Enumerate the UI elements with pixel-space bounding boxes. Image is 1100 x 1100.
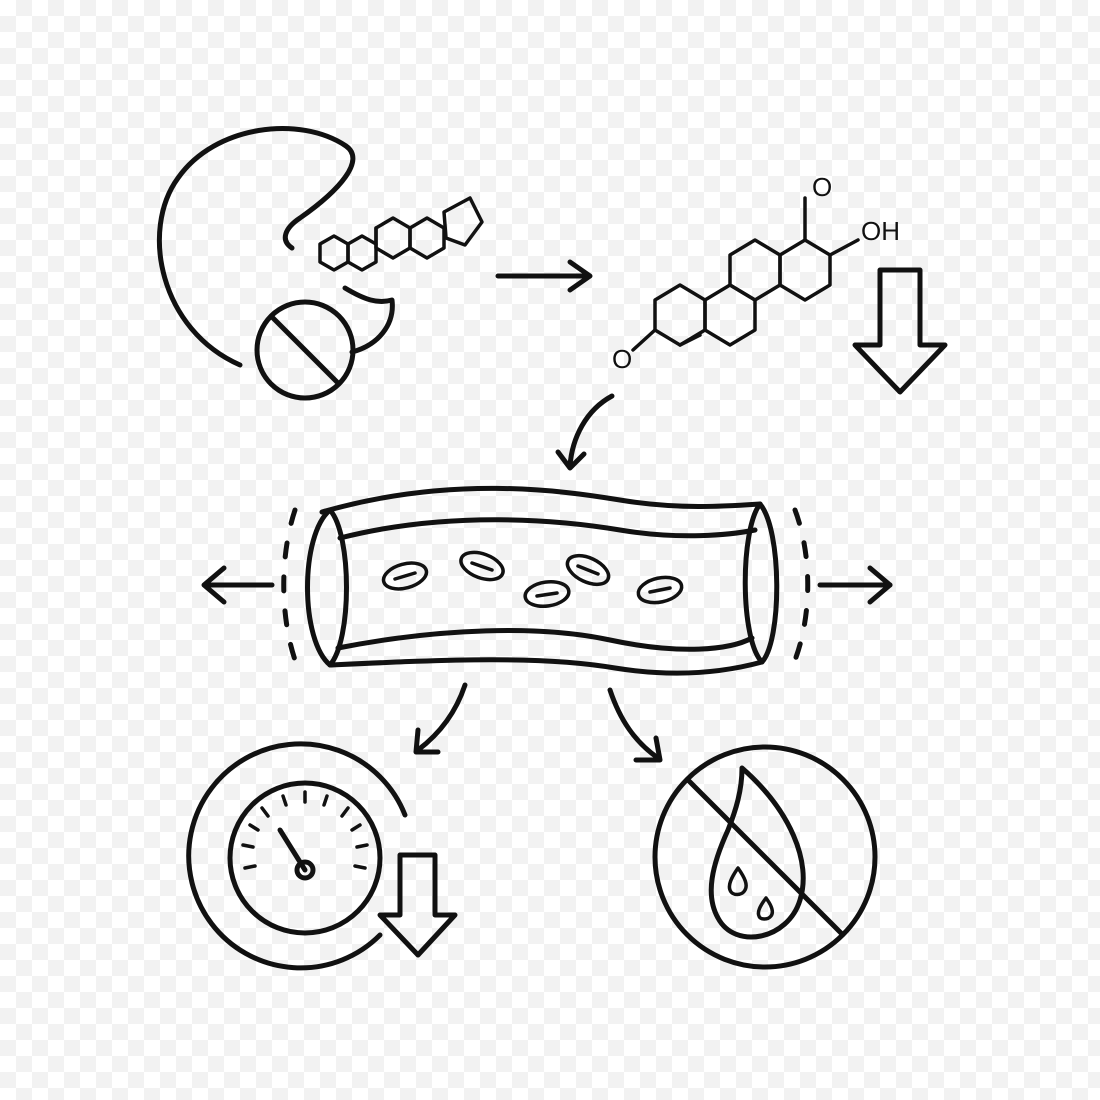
hormone-ring-d [778,238,832,302]
curved-arrow-icon [607,687,663,763]
carbonyl-top-label: O [812,172,832,202]
decrease-arrow-icon [852,267,948,395]
right-branch-shaft [607,687,661,761]
gauge-ticks [241,790,369,870]
no-water-retention-icon [652,744,878,970]
enzyme-inhibition-icon [156,126,395,401]
curved-arrow-shaft [567,393,615,469]
ring-a [318,234,350,272]
small-drop [756,896,775,921]
ring-b [346,234,378,272]
right-dilation-arc [792,507,811,663]
right-arrow-head [867,565,893,605]
red-blood-cell-icon [565,553,611,587]
curved-arrow-icon [413,682,468,755]
prohibition-circle [254,299,356,401]
vessel-top-lumen [337,517,758,541]
steroid-molecule-icon [318,196,484,272]
prohibition-slash [269,314,341,386]
small-drop [727,866,748,897]
gauge-outer-ring [186,741,408,971]
red-blood-cells [381,550,684,609]
red-blood-cell-icon [636,575,684,605]
left-branch-head [413,727,441,755]
speedometer-icon [186,741,458,971]
enzyme-jaw [342,285,395,355]
left-branch-shaft [415,682,468,753]
decrease-arrow-icon [377,852,458,958]
gauge-pivot [294,859,316,881]
curved-arrow-icon [555,393,615,471]
hormone-molecule-icon: O OH O [612,172,900,374]
vessel-top-wall [319,485,763,515]
prohibition-slash [685,777,845,937]
red-blood-cell-icon [523,579,571,609]
blood-vessel-icon [305,485,780,676]
ketone-label: O [612,344,632,374]
arrow-right-icon [495,259,593,293]
prohibition-circle [652,744,878,970]
ring-e [442,196,484,247]
vessel-bottom-wall [327,657,765,676]
red-blood-cell-icon [459,550,505,582]
hydroxyl-bond [828,238,860,257]
right-branch-head [633,735,663,763]
gauge-dial [227,780,383,936]
enzyme-body [156,126,356,368]
vessel-right-opening [742,501,780,665]
hormone-skeleton [631,196,860,352]
left-dilation-arc [281,507,298,663]
ring-d [408,216,446,260]
ketone-bond [631,328,657,352]
vasodilation-arrows-icon [201,507,893,663]
arrow-head [567,259,593,293]
ring-c [374,216,412,260]
red-blood-cell-icon [381,561,429,591]
hormone-ring-c [728,238,782,302]
curved-arrow-head [555,449,587,471]
left-arrow-head [201,565,227,605]
double-bond [678,333,702,347]
hydroxyl-label: OH [861,216,900,246]
prohibition-icon [254,299,356,401]
vessel-left-opening [305,507,349,668]
vessel-bottom-lumen [335,628,755,652]
